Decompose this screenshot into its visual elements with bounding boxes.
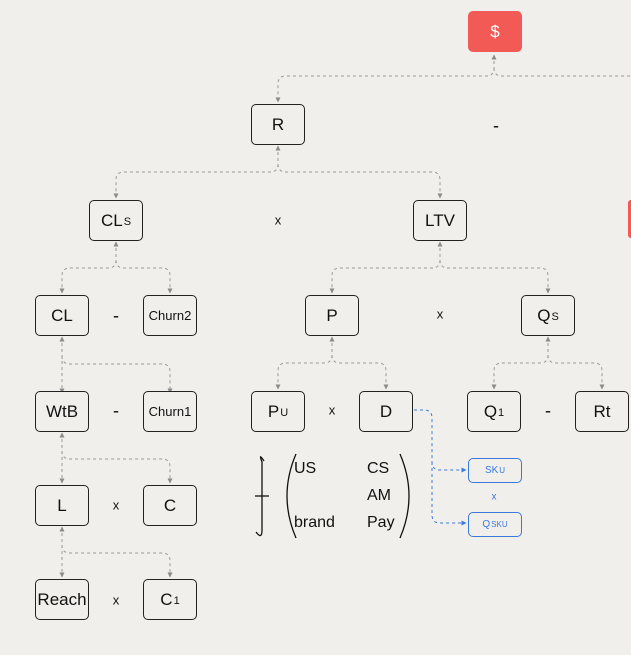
p-label: P	[326, 305, 338, 325]
wtb-node[interactable]: WtB	[35, 391, 89, 432]
operator-q1-minus-rt: -	[545, 400, 551, 421]
link-p-pu	[275, 336, 335, 390]
churn2-label: Churn2	[148, 308, 192, 323]
rt-node[interactable]: Rt	[575, 391, 629, 432]
pu-label: P	[267, 401, 280, 421]
d-node[interactable]: D	[359, 391, 413, 432]
rt-label: Rt	[593, 401, 611, 421]
churn2-node[interactable]: Churn2	[143, 295, 197, 336]
formula-us: US	[294, 460, 317, 477]
operator-pu-times-d: x	[328, 402, 336, 418]
wtb-label: WtB	[45, 401, 79, 421]
link-l-c1	[61, 544, 173, 578]
operator-cl-minus-churn2: -	[113, 305, 119, 326]
pu-sub: U	[280, 406, 289, 419]
operator-sku-times-qsku: x	[491, 491, 497, 503]
cls-label: CL	[100, 210, 123, 230]
left-paren	[286, 453, 297, 539]
link-cls-cl	[59, 241, 119, 294]
c-node[interactable]: C	[143, 485, 197, 526]
operator-l-times-c: x	[112, 497, 120, 513]
right-paren	[399, 453, 410, 539]
r-node[interactable]: R	[251, 104, 305, 145]
link-cl-churn1	[61, 355, 173, 394]
c1-sub: 1	[173, 594, 180, 607]
formula-brackets	[255, 453, 410, 539]
link-r-ltv	[277, 163, 443, 199]
link-qs-rt	[547, 354, 605, 390]
c-label: C	[163, 495, 177, 515]
formula-pay: Pay	[367, 514, 395, 531]
qs-sub: S	[551, 310, 559, 323]
link-r-cls	[113, 145, 281, 199]
link-p-d	[331, 354, 389, 390]
q1-label: Q	[483, 401, 498, 421]
formula-cs: CS	[367, 460, 390, 477]
sku-sub: U	[499, 466, 506, 475]
reach-label: Reach	[37, 589, 87, 609]
churn1-node[interactable]: Churn1	[143, 391, 197, 432]
formula-am: AM	[367, 487, 391, 504]
link-d-sku	[414, 409, 467, 473]
link-cls-churn2	[115, 259, 173, 294]
reach-node[interactable]: Reach	[35, 579, 89, 620]
cl-label: CL	[51, 305, 73, 325]
operator-r-minus: -	[493, 115, 499, 136]
ltv-label: LTV	[425, 210, 455, 230]
churn1-label: Churn1	[148, 404, 192, 419]
formula-brand: brand	[294, 514, 335, 531]
link-qs-q1	[491, 336, 551, 390]
qsku-sub: SKU	[491, 520, 508, 529]
dollar-node[interactable]: $	[468, 11, 522, 52]
link-dollar-right	[493, 67, 631, 77]
p-node[interactable]: P	[305, 295, 359, 336]
link-d-qsku	[431, 462, 467, 526]
operator-p-times-qs: x	[436, 306, 444, 322]
q1-sub: 1	[498, 406, 505, 419]
d-label: D	[379, 401, 393, 421]
operator-reach-times-c1: x	[112, 592, 120, 608]
link-wtb-c	[61, 450, 173, 484]
r-label: R	[271, 114, 285, 134]
link-dollar-r	[275, 54, 497, 103]
ltv-node[interactable]: LTV	[413, 200, 467, 241]
cl-node[interactable]: CL	[35, 295, 89, 336]
operator-wtb-minus-churn1: -	[113, 400, 119, 421]
link-ltv-p	[329, 241, 443, 294]
sku-label: SK	[484, 465, 499, 476]
l-node[interactable]: L	[35, 485, 89, 526]
l-label: L	[57, 495, 67, 515]
dollar-label: $	[490, 21, 500, 41]
qsku-label: Q	[482, 519, 491, 530]
c1-label: C	[160, 589, 173, 609]
operator-cls-times-ltv: x	[274, 212, 282, 228]
link-ltv-qs	[439, 259, 551, 294]
cls-sub: S	[123, 215, 132, 228]
qs-label: Q	[537, 305, 551, 325]
